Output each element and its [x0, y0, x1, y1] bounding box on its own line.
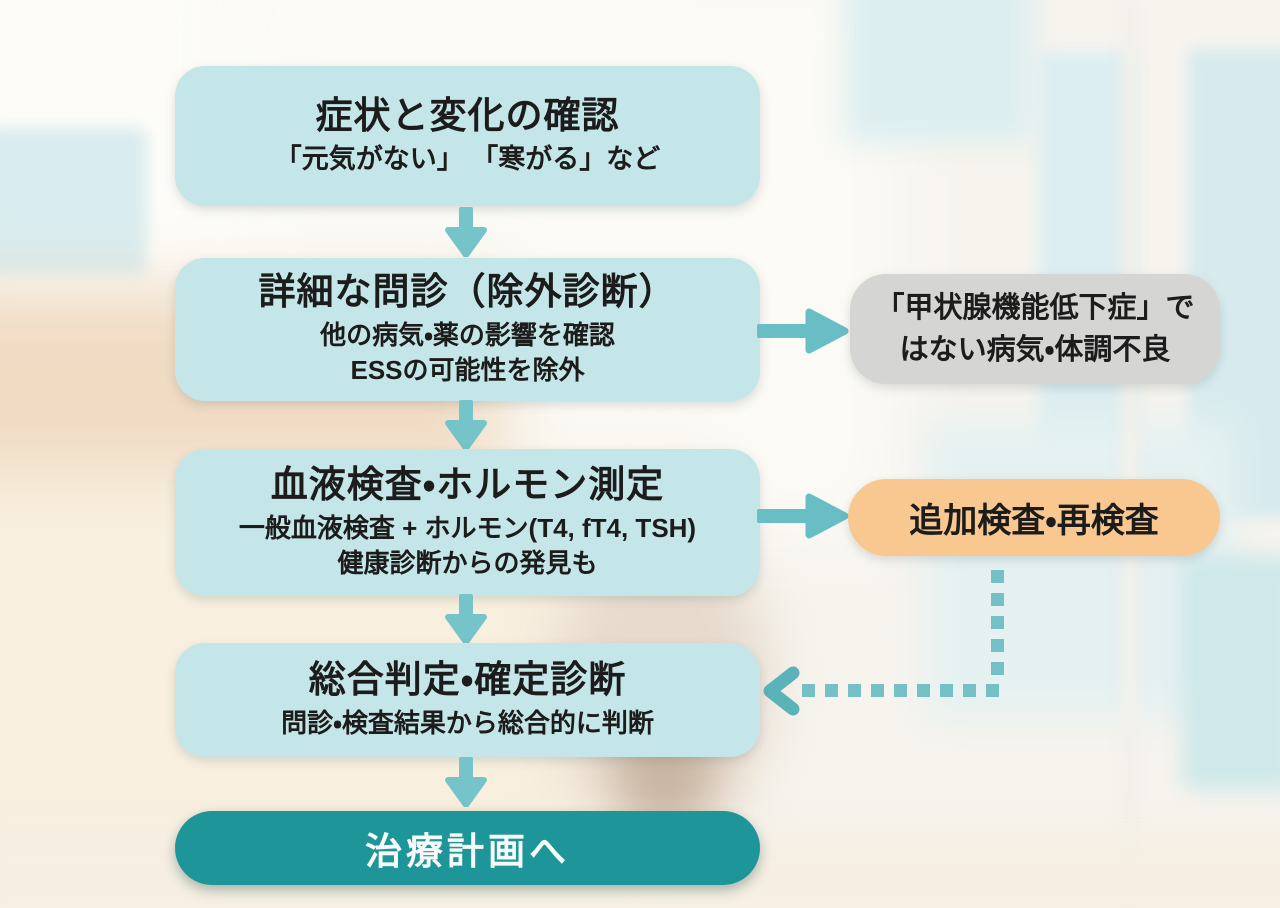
- step-treatment-plan-box: 治療計画へ: [175, 811, 760, 885]
- background-door: [845, 0, 1033, 142]
- step-subtext: 「元気がない」 「寒がる」など: [274, 144, 661, 175]
- background-door: [1038, 52, 1138, 452]
- arrow-right-icon: [757, 493, 849, 539]
- branch-text: 「甲状腺機能低下症」で: [875, 291, 1195, 324]
- branch-additional-test-box: 追加検査・再検査: [848, 479, 1220, 556]
- step-subtext: 一般血液検査 + ホルモン(T4, fT4, TSH): [238, 512, 697, 543]
- step-final-judgement-box: 総合判定・確定診断 問診・検査結果から総合的に判断: [175, 643, 760, 757]
- step-title: 血液検査・ホルモン測定: [270, 464, 665, 506]
- dashed-connector-vertical: [991, 570, 1004, 684]
- arrow-down-icon: [445, 207, 487, 257]
- dashed-connector-horizontal: [802, 684, 1004, 697]
- step-blood-test-box: 血液検査・ホルモン測定 一般血液検査 + ホルモン(T4, fT4, TSH) …: [175, 449, 760, 596]
- step-title: 症状と変化の確認: [315, 94, 620, 136]
- step-detailed-interview-box: 詳細な問診（除外診断） 他の病気・薬の影響を確認 ESSの可能性を除外: [175, 258, 760, 401]
- step-subtext: ESSの可能性を除外: [350, 354, 585, 385]
- arrow-down-icon: [445, 400, 487, 450]
- background-window: [0, 128, 147, 276]
- arrow-down-icon: [445, 594, 487, 644]
- step-title: 総合判定・確定診断: [308, 659, 627, 701]
- step-subtext: 他の病気・薬の影響を確認: [320, 319, 615, 350]
- branch-not-hypothyroidism-box: 「甲状腺機能低下症」で はない病気・体調不良: [850, 274, 1220, 384]
- step-subtext: 健康診断からの発見も: [337, 547, 598, 578]
- step-title: 治療計画へ: [365, 831, 570, 872]
- branch-text: はない病気・体調不良: [899, 334, 1171, 366]
- background-wall-edge: [1122, 0, 1138, 908]
- arrow-down-icon: [445, 757, 487, 807]
- arrow-right-icon: [757, 308, 849, 354]
- background-door: [1182, 555, 1280, 790]
- arrow-left-chevron-icon: [763, 666, 800, 716]
- step-subtext: 問診・検査結果から総合的に判断: [281, 707, 654, 738]
- step-symptom-check-box: 症状と変化の確認 「元気がない」 「寒がる」など: [175, 66, 760, 206]
- branch-text: 追加検査・再検査: [909, 502, 1159, 540]
- step-title: 詳細な問診（除外診断）: [258, 271, 677, 313]
